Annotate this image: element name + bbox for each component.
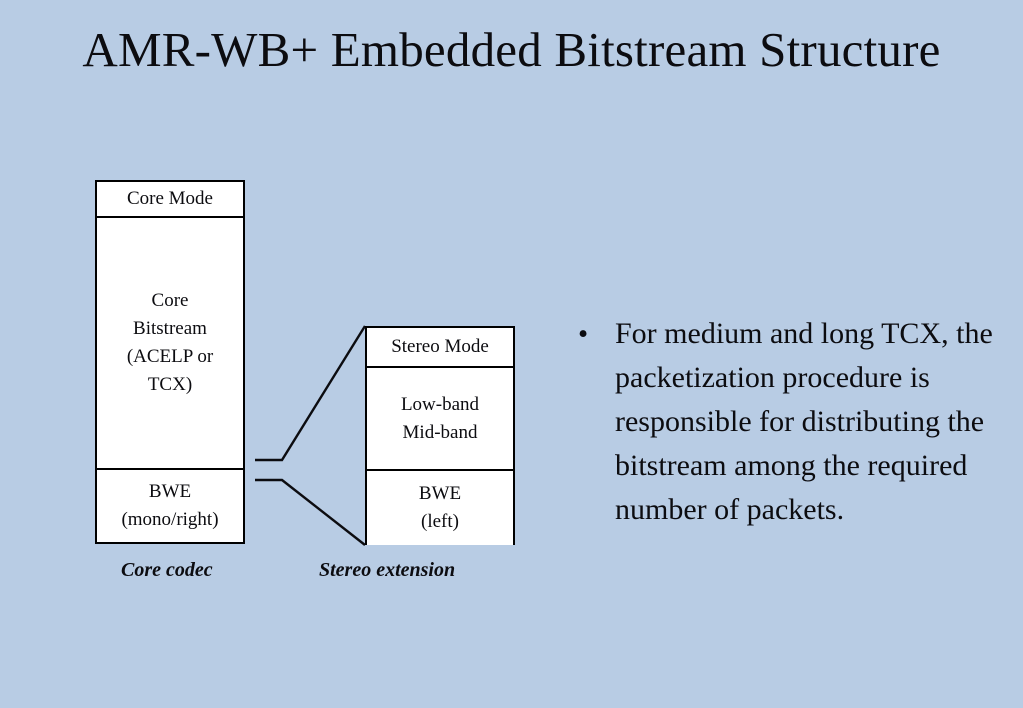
stereo-stack-cell-stereo-mode: Stereo Mode [367,328,513,366]
stereo-stack-cell-bwe-left-label: BWE (left) [418,483,462,532]
page-title: AMR-WB+ Embedded Bitstream Structure [82,22,941,77]
core-stack-cell-core-bitstream: Core Bitstream (ACELP or TCX) [97,216,243,468]
core-stack-cell-core-mode: Core Mode [97,182,243,216]
stereo-stack-cell-stereo-mode-label: Stereo Mode [391,336,489,357]
stereo-stack-cell-low-mid-band: Low-band Mid-band [367,366,513,469]
stereo-stack-cell-low-mid-band-label: Low-band Mid-band [400,393,480,443]
bullet-text: For medium and long TCX, the packetizati… [615,317,993,526]
stereo-extension-stack: Stereo Mode Low-band Mid-band BWE (left) [365,326,515,545]
stereo-stack-cell-bwe-left: BWE (left) [367,469,513,545]
core-stack-cell-core-bitstream-label: Core Bitstream (ACELP or TCX) [126,290,214,395]
bullet-list: • For medium and long TCX, the packetiza… [578,312,1008,532]
core-stack-cell-bwe-mono-right-label: BWE (mono/right) [121,481,219,530]
stereo-extension-caption: Stereo extension [319,559,456,581]
bitstream-structure-diagram: Core Mode Core Bitstream (ACELP or TCX) … [0,0,560,640]
list-item: • For medium and long TCX, the packetiza… [578,312,1008,532]
bullet-marker-icon: • [578,318,589,350]
core-codec-stack: Core Mode Core Bitstream (ACELP or TCX) … [95,180,245,544]
core-stack-cell-bwe-mono-right: BWE (mono/right) [97,468,243,542]
core-codec-caption: Core codec [121,559,213,581]
core-stack-cell-core-mode-label: Core Mode [126,188,213,209]
